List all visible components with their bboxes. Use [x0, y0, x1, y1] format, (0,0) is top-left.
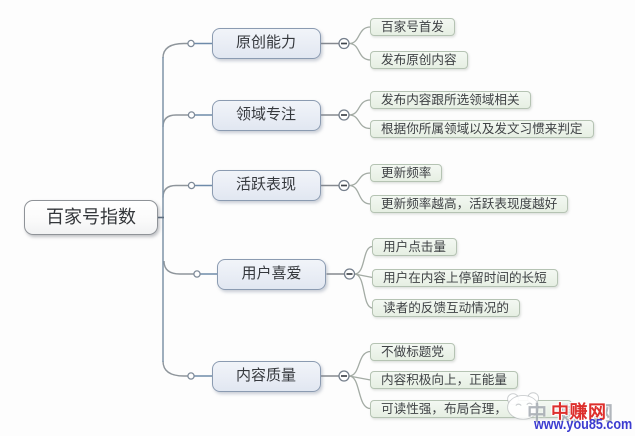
branch-2-collapse-button[interactable]	[338, 109, 350, 121]
branch-4-joint-circle	[193, 270, 201, 278]
leaf-link-3-2	[348, 184, 371, 205]
leaf-link-2-1	[348, 99, 371, 116]
root-node[interactable]: 百家号指数	[24, 200, 158, 235]
leaf-link-4-3	[354, 273, 373, 309]
trunk-curve-branch-4	[163, 260, 194, 275]
trunk-curve-branch-2	[162, 114, 189, 128]
leaf-link-4-1	[354, 245, 373, 275]
trunk-curve-branch-3	[162, 184, 189, 198]
branch-2-joint-circle	[187, 111, 196, 119]
branch-5-joint-circle	[187, 372, 195, 380]
branch-4-collapse-button[interactable]	[343, 268, 356, 280]
leaf-node-2-1[interactable]: 发布内容跟所选领域相关	[370, 91, 531, 109]
leaf-link-1-2	[348, 42, 371, 61]
leaf-node-3-2[interactable]: 更新频率越高，活跃表现度越好	[370, 195, 569, 213]
trunk-curve-branch-5	[162, 360, 188, 377]
leaf-node-4-2[interactable]: 用户在内容上停留时间的长短	[372, 268, 558, 287]
branch-5-collapse-button[interactable]	[338, 370, 350, 382]
branch-3-joint-circle	[187, 181, 196, 190]
leaf-node-1-1[interactable]: 百家号首发	[370, 18, 455, 36]
leaf-node-4-3[interactable]: 读者的反馈互动情况的	[372, 299, 520, 317]
leaf-link-5-1	[348, 350, 371, 377]
leaf-node-3-1[interactable]: 更新频率	[370, 164, 443, 182]
branch-1-joint-circle	[187, 39, 195, 48]
trunk-curve-branch-1	[162, 42, 188, 59]
leaf-link-3-1	[348, 172, 371, 187]
leaf-node-5-2[interactable]: 内容积极向上，正能量	[370, 371, 518, 389]
watermark-logo-icon	[507, 392, 540, 420]
branch-node-5[interactable]: 内容质量	[211, 360, 321, 392]
leaf-node-4-1[interactable]: 用户点击量	[372, 237, 457, 256]
leaf-link-5-3	[348, 375, 371, 410]
leaf-node-2-2[interactable]: 根据你所属领域以及发文习惯来判定	[370, 119, 594, 138]
branch-node-2[interactable]: 领域专注	[211, 99, 321, 131]
leaf-node-1-2[interactable]: 发布原创内容	[370, 51, 468, 69]
leaf-link-1-1	[348, 26, 371, 45]
branch-node-4[interactable]: 用户喜爱	[217, 258, 326, 290]
watermark-site-url: www.you85.com	[534, 416, 633, 433]
branch-3-collapse-button[interactable]	[338, 179, 350, 192]
branch-1-collapse-button[interactable]	[338, 37, 350, 50]
leaf-link-2-2	[348, 114, 371, 130]
leaf-node-5-1[interactable]: 不做标题党	[370, 342, 455, 361]
branch-node-1[interactable]: 原创能力	[211, 28, 321, 59]
branch-node-3[interactable]: 活跃表现	[211, 170, 321, 201]
watermark-echo-text: 中赚网	[527, 403, 626, 425]
watermark-site-name: 中赚网	[551, 402, 607, 422]
